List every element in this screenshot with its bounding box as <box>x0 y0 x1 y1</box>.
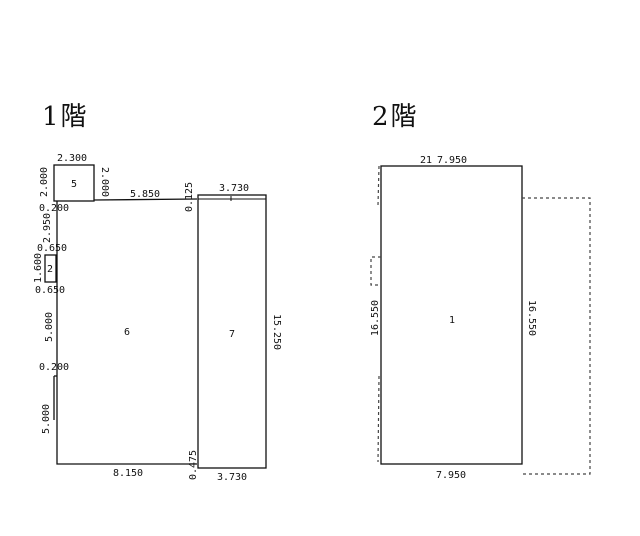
room1-outline <box>380 165 523 465</box>
dim-left-0200-b: 0.200 <box>39 362 69 373</box>
dim-left-0650-b: 0.650 <box>35 285 65 296</box>
dim-bottom-floor2: 7.950 <box>436 470 466 481</box>
floor2-plan <box>370 165 591 475</box>
room6-label: 6 <box>124 327 130 338</box>
dim-annex-right: 15.250 <box>271 314 282 350</box>
dim-left-floor2: 16.550 <box>370 300 381 336</box>
dim-left-5000-a: 5.000 <box>44 312 55 342</box>
dim-top-main: 5.850 <box>130 189 160 200</box>
room6-outline-left-bottom <box>56 201 197 465</box>
room5-outline <box>53 164 95 202</box>
room7-label: 7 <box>229 329 235 340</box>
dashed-left-lower <box>377 375 380 463</box>
room5-label: 5 <box>71 179 77 190</box>
floor2-title: 2階 <box>372 102 419 132</box>
dashed-annex-outline <box>522 197 591 475</box>
dim-gap-bottom: 0.475 <box>188 450 199 480</box>
dim-top-annex: 3.730 <box>219 183 249 194</box>
dim-gap-top: 0.125 <box>184 182 195 212</box>
dim-top-floor2: 7.950 <box>437 155 467 166</box>
dim-left-2950: 2.950 <box>42 213 53 243</box>
dim-left-1600: 1.600 <box>33 253 44 283</box>
room2-outline <box>44 254 57 283</box>
room1-label: 1 <box>449 315 455 326</box>
dim-left-0200-a: 0.200 <box>39 203 69 214</box>
dim-left-0650-a: 0.650 <box>37 243 67 254</box>
dashed-room2-outline <box>370 256 381 286</box>
dim-top-box5: 2.300 <box>57 153 87 164</box>
room7-outline <box>197 194 267 469</box>
dim-bottom-main: 8.150 <box>113 468 143 479</box>
floor1-plan <box>44 164 267 469</box>
dim-top-small-21: 21 <box>420 155 432 166</box>
room2-label: 2 <box>47 264 53 275</box>
dim-left-box5: 2.000 <box>39 167 50 197</box>
dim-right-box5: 2.000 <box>99 167 110 197</box>
floor1-title: 1階 <box>42 102 89 132</box>
dim-bottom-annex: 3.730 <box>217 472 247 483</box>
dashed-left-upper <box>377 165 380 206</box>
dim-left-5000-b: 5.000 <box>41 404 52 434</box>
dim-right-floor2: 16.550 <box>526 300 537 336</box>
room6-outline-top <box>93 198 198 201</box>
